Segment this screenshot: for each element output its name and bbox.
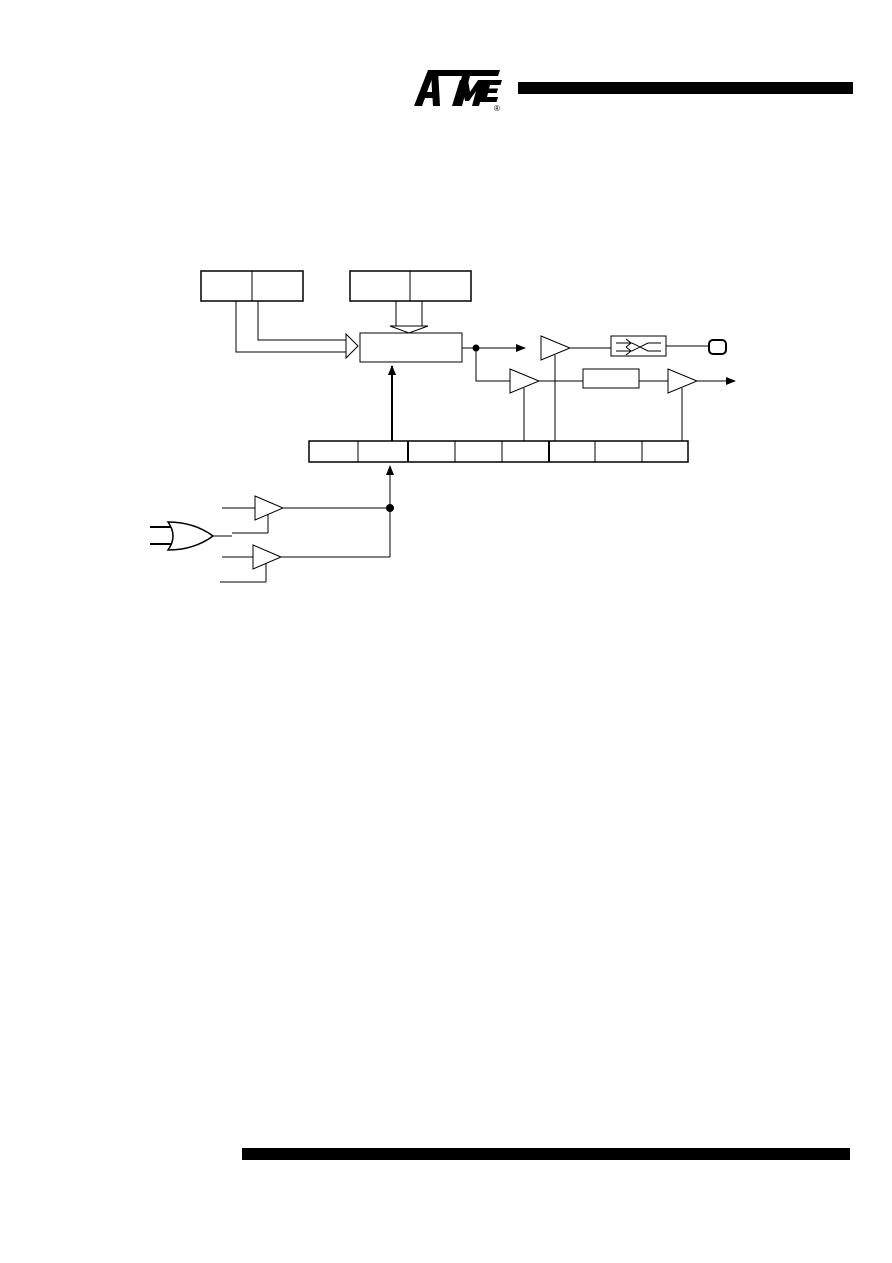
register-left bbox=[200, 270, 304, 302]
buffer-2 bbox=[509, 368, 541, 394]
buffer-1 bbox=[540, 335, 572, 361]
registered-mark: ® bbox=[494, 104, 500, 112]
or-gate-icon bbox=[150, 521, 268, 551]
register-center bbox=[349, 270, 472, 302]
buffer-a bbox=[254, 495, 285, 521]
header-rule bbox=[518, 82, 853, 94]
footer-rule bbox=[242, 1148, 850, 1160]
register-bottom bbox=[308, 440, 689, 463]
atmel-logo: ® bbox=[410, 66, 506, 113]
delay-block bbox=[582, 368, 640, 389]
switch-icon bbox=[610, 335, 667, 357]
output-terminal-icon bbox=[708, 339, 727, 355]
bus-arrow-left bbox=[235, 301, 359, 360]
buffer-3 bbox=[667, 368, 699, 394]
branch-wire bbox=[475, 348, 510, 382]
bus-arrow-center bbox=[389, 301, 429, 334]
atmel-logo-graphic: ® bbox=[414, 70, 502, 113]
buffer-b bbox=[252, 544, 283, 570]
control-block bbox=[359, 332, 463, 363]
